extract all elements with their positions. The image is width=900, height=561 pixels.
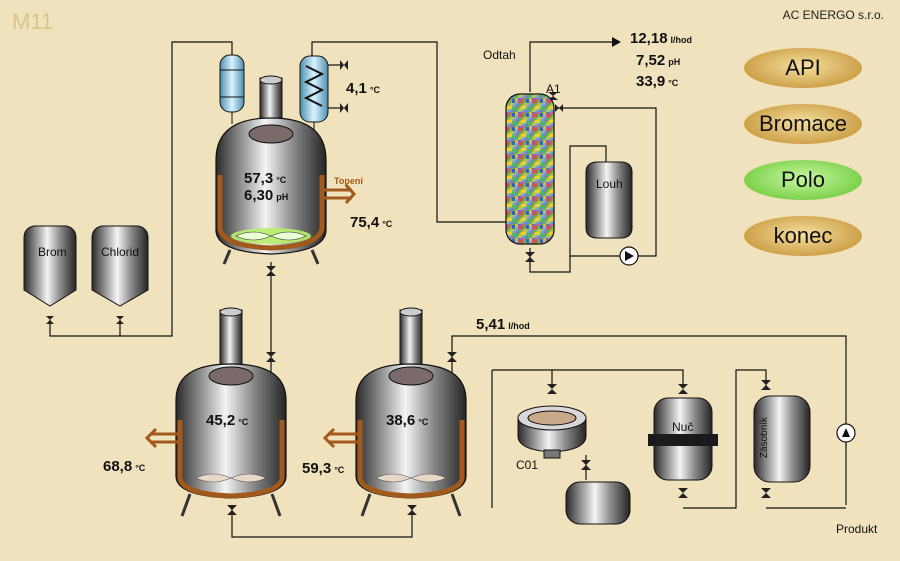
heating-inlet-icon [323, 184, 357, 204]
tank-brom[interactable] [23, 225, 77, 307]
storage-tank[interactable] [753, 395, 811, 483]
tank-brom-label: Brom [38, 245, 67, 259]
nuc-label: Nuč [672, 420, 694, 434]
tank-chlorid-label: Chlorid [101, 245, 140, 259]
tank-chlorid[interactable] [91, 225, 149, 307]
company-name: AC ENERGO s.r.o. [782, 8, 884, 22]
heating-inlet-right-icon [322, 427, 360, 449]
nutsche-filter[interactable] [648, 397, 718, 481]
centrifuge-c01[interactable] [517, 405, 587, 459]
valves [46, 60, 771, 515]
reactor-left-jacket-temp: 68,8°C [103, 458, 146, 475]
zasobnik-label: Zásobník [759, 416, 771, 459]
condenser-temp: 4,1°C [346, 80, 380, 97]
odtah-arrow-icon [612, 37, 621, 47]
centrifuge-label: C01 [516, 458, 539, 472]
screen-title: M11 [12, 9, 54, 34]
condenser[interactable] [299, 55, 329, 132]
konec-button[interactable]: konec [744, 216, 862, 256]
column-a1-label: A1 [546, 82, 561, 96]
api-button[interactable]: API [744, 48, 862, 88]
pump-louh-icon[interactable] [619, 246, 639, 266]
reactor-right[interactable] [355, 307, 467, 517]
pump-produkt-icon[interactable] [836, 423, 856, 443]
heating-label: Topení [334, 176, 363, 186]
produkt-label: Produkt [836, 522, 878, 536]
tank-louh-label: Louh [596, 177, 623, 191]
reactor-right-temp: 38,6°C [386, 412, 429, 429]
tank-louh[interactable] [585, 161, 633, 239]
receiver-tank[interactable] [565, 481, 631, 525]
column-a1[interactable] [505, 93, 555, 245]
heating-inlet-left-icon [144, 427, 180, 449]
polo-button[interactable]: Polo [744, 160, 862, 200]
heating-temp: 75,4°C [350, 214, 393, 231]
reactor-left[interactable] [175, 307, 287, 517]
reactor-top-temp: 57,3°C [244, 170, 287, 187]
bromace-button[interactable]: Bromace [744, 104, 862, 144]
reactor-top[interactable] [215, 75, 327, 265]
odtah-temp: 33,9°C [636, 73, 679, 90]
reactor-left-temp: 45,2°C [206, 412, 249, 429]
odtah-label: Odtah [483, 48, 516, 62]
reactor-right-jacket-temp: 59,3°C [302, 460, 345, 477]
vapor-cooler[interactable] [219, 54, 245, 124]
